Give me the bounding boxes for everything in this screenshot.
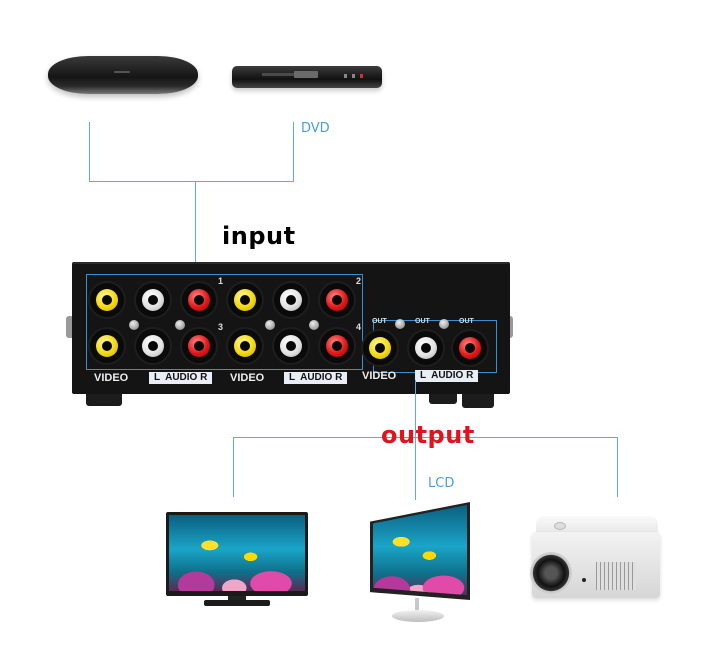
audio-label-output: L AUDIO R: [415, 370, 479, 382]
monitor-stand: [415, 598, 419, 612]
projector: [530, 516, 662, 608]
set-top-box-indicator: [114, 71, 130, 73]
screw: [129, 320, 139, 330]
connector-line-output-bus: [233, 437, 618, 438]
video-label-output: VIDEO: [362, 370, 397, 382]
lcd-label: LCD: [428, 476, 455, 491]
audio-label-2: L AUDIO R: [284, 372, 348, 384]
out-label-video: OUT: [372, 318, 387, 325]
screw: [175, 320, 185, 330]
av-switch-box: 1 2 3 4 OUT OUT OUT VIDEO L AUDIO R VIDE…: [72, 262, 510, 394]
screw: [395, 319, 405, 329]
audio-label-1: L AUDIO R: [149, 372, 213, 384]
audio-right-jack-input-2: [320, 283, 354, 317]
out-label-audio-left: OUT: [415, 318, 430, 325]
connector-line-input-trunk: [195, 181, 196, 276]
tv-stand-base: [204, 600, 270, 606]
projector-lens: [530, 552, 572, 594]
audio-left-jack-input-1: [136, 283, 170, 317]
connector-line-stb: [89, 122, 90, 182]
video-jack-input-3: [90, 329, 124, 363]
connector-line-projector: [617, 437, 618, 497]
video-jack-input-2: [228, 283, 262, 317]
monitor-base: [392, 610, 444, 622]
audio-right-jack-input-3: [182, 329, 216, 363]
dvd-label: DVD: [301, 121, 330, 136]
screw: [439, 319, 449, 329]
input-number-1: 1: [218, 276, 224, 286]
set-top-box: [48, 50, 198, 102]
lcd-monitor: [370, 502, 470, 626]
projector-power-button: [554, 522, 566, 530]
dvd-button: [344, 74, 347, 78]
screw: [309, 320, 319, 330]
audio-left-jack-output: [409, 331, 443, 365]
video-jack-input-4: [228, 329, 262, 363]
output-label: output: [381, 421, 475, 449]
audio-right-jack-input-4: [320, 329, 354, 363]
audio-left-jack-input-4: [274, 329, 308, 363]
switch-foot: [429, 394, 457, 404]
audio-left-jack-input-2: [274, 283, 308, 317]
audio-right-jack-output: [453, 331, 487, 365]
video-jack-output: [363, 331, 397, 365]
switch-foot: [462, 394, 494, 408]
dvd-tray: [262, 73, 296, 76]
connector-line-output-trunk: [415, 380, 416, 500]
input-label: input: [222, 222, 296, 250]
projector-led: [582, 578, 586, 582]
dvd-button: [352, 74, 355, 78]
input-group-outline: [86, 274, 363, 370]
tv-stand-neck: [228, 596, 246, 600]
tv: [166, 512, 308, 608]
connector-line-dvd: [293, 122, 294, 182]
projector-vent: [596, 562, 636, 590]
switch-foot: [86, 394, 122, 406]
connector-line-tv: [233, 437, 234, 497]
out-label-audio-right: OUT: [459, 318, 474, 325]
video-label-1: VIDEO: [94, 372, 129, 384]
input-number-2: 2: [356, 276, 362, 286]
connector-line-input-bus: [89, 181, 294, 182]
video-jack-input-1: [90, 283, 124, 317]
input-number-4: 4: [356, 322, 362, 332]
dvd-display: [294, 71, 318, 78]
side-knob: [66, 316, 74, 338]
tv-screen: [169, 515, 305, 591]
screw: [265, 320, 275, 330]
dvd-player: [232, 64, 382, 96]
video-label-2: VIDEO: [230, 372, 265, 384]
audio-right-jack-input-1: [182, 283, 216, 317]
set-top-box-body: [48, 56, 198, 94]
input-number-3: 3: [218, 322, 224, 332]
dvd-button: [360, 74, 363, 78]
audio-left-jack-input-3: [136, 329, 170, 363]
